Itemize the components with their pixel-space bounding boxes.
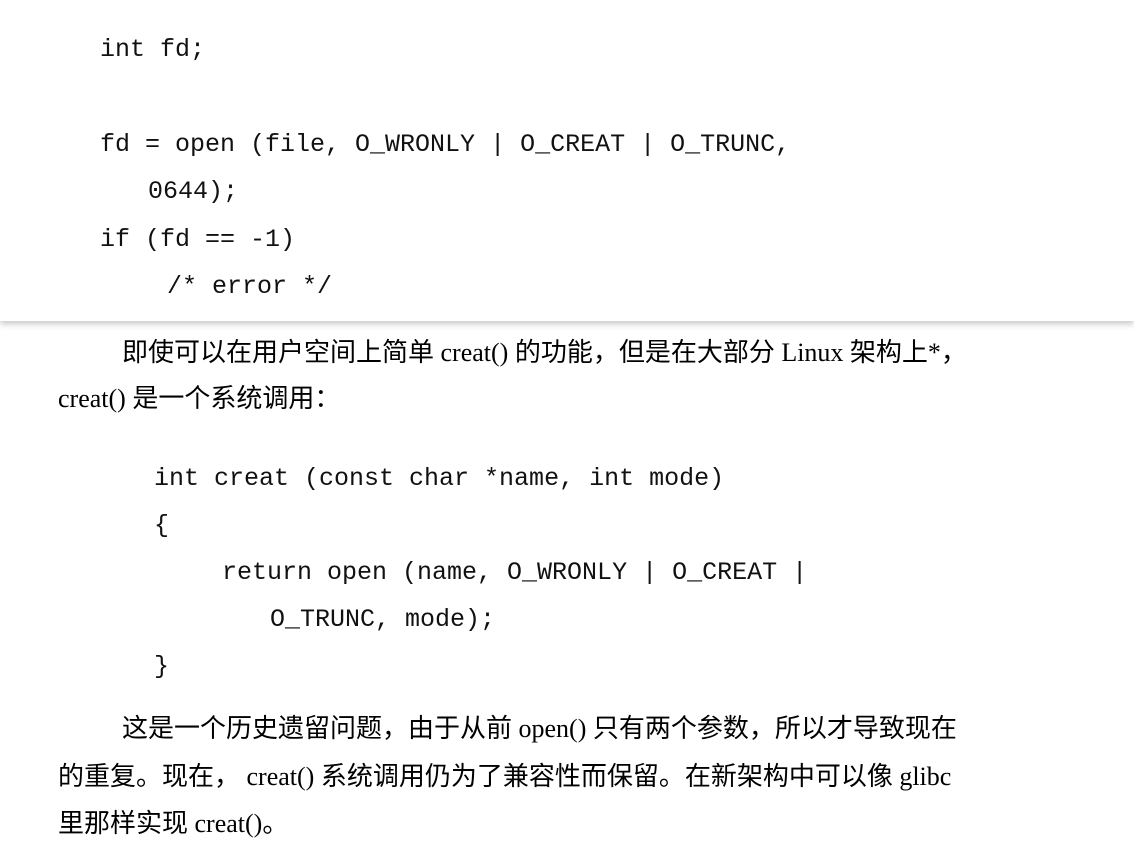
code-line: int creat (const char *name, int mode)	[154, 464, 725, 493]
paragraph-line: 即使可以在用户空间上简单 creat() 的功能，但是在大部分 Linux 架构…	[122, 338, 967, 367]
document-page-bottom: 即使可以在用户空间上简单 creat() 的功能，但是在大部分 Linux 架构…	[0, 321, 1134, 853]
paragraph-line: 的重复。现在， creat() 系统调用仍为了兼容性而保留。在新架构中可以像 g…	[58, 762, 952, 791]
paragraph-line: 这是一个历史遗留问题，由于从前 open() 只有两个参数，所以才导致现在	[122, 714, 957, 743]
document-page-top: int fd; fd = open (file, O_WRONLY | O_CR…	[0, 0, 1134, 321]
paragraph-line: creat() 是一个系统调用：	[58, 384, 341, 413]
code-line: fd = open (file, O_WRONLY | O_CREAT | O_…	[100, 130, 791, 159]
code-line: }	[154, 652, 170, 681]
code-line: O_TRUNC, mode);	[270, 605, 496, 634]
code-line: int fd;	[100, 35, 206, 64]
paragraph-line: 里那样实现 creat()。	[58, 809, 289, 838]
code-line: return open (name, O_WRONLY | O_CREAT |	[222, 558, 808, 587]
code-line: {	[154, 511, 170, 540]
code-line: 0644);	[148, 177, 239, 206]
code-line: /* error */	[167, 272, 333, 301]
code-line: if (fd == -1)	[100, 225, 296, 254]
